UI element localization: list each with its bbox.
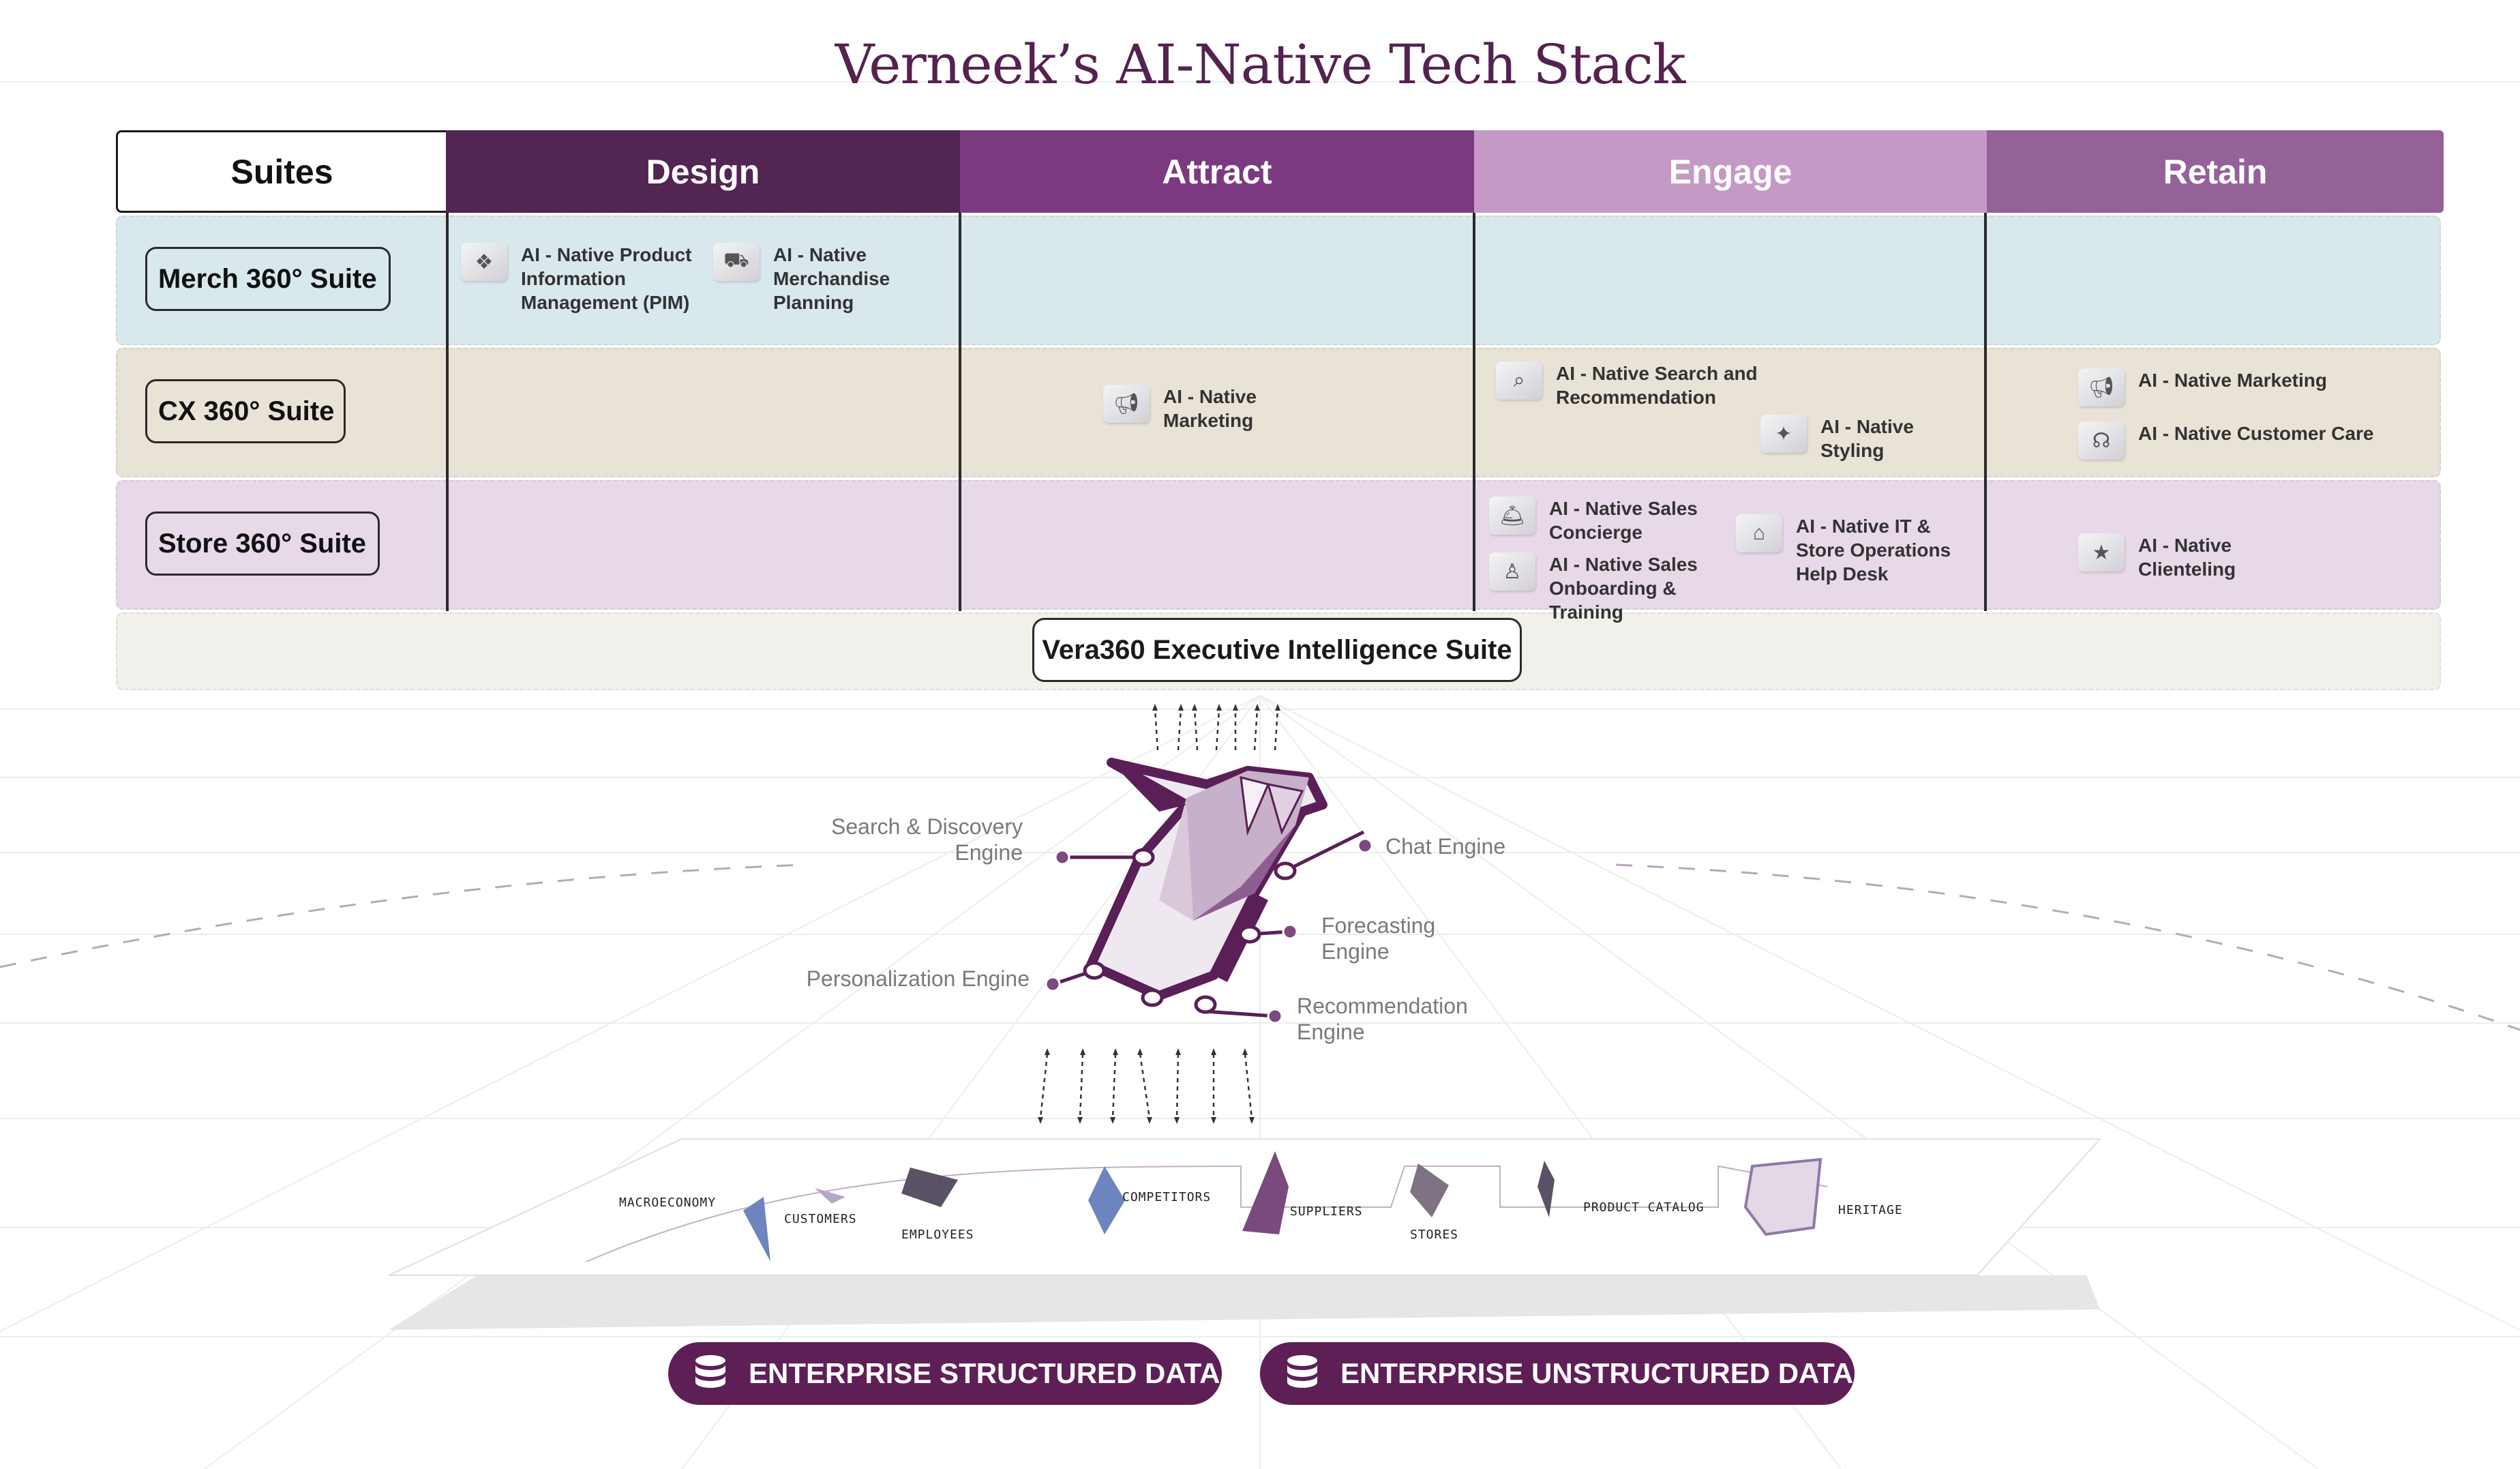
upward-arrows	[1154, 709, 1279, 751]
column-divider	[446, 213, 449, 611]
source-heritage: HERITAGE	[1838, 1203, 1903, 1217]
header-retain: Retain	[1987, 130, 2444, 213]
module-sales-onboarding[interactable]: ♙ AI - Native Sales Onboarding & Trainin…	[1489, 552, 1755, 624]
megaphone-icon: 📢︎	[2078, 368, 2125, 406]
header-design: Design	[446, 130, 960, 213]
module-pim[interactable]: ❖ AI - Native Product Information Manage…	[461, 243, 706, 314]
store-suite-row	[116, 480, 2441, 610]
module-retain-marketing[interactable]: 📢︎ AI - Native Marketing	[2078, 368, 2419, 406]
header-attract: Attract	[960, 130, 1474, 213]
store-suite-pill[interactable]: Store 360° Suite	[145, 511, 380, 576]
personalization-engine-label: Personalization Engine	[806, 966, 1030, 991]
column-divider	[1473, 213, 1475, 611]
unstructured-data-pill[interactable]: ENTERPRISE UNSTRUCTURED DATA	[1260, 1342, 1855, 1405]
cx-suite-row	[116, 348, 2441, 477]
headset-icon: ☊	[2078, 421, 2125, 460]
source-macroeconomy: MACROECONOMY	[619, 1196, 717, 1210]
module-sales-concierge[interactable]: 🛎︎ AI - Native Sales Concierge	[1489, 496, 1714, 544]
source-employees: EMPLOYEES	[901, 1228, 974, 1242]
product-info-icon: ❖	[461, 243, 507, 281]
concierge-bell-icon: 🛎︎	[1489, 496, 1535, 535]
database-icon	[1285, 1354, 1320, 1393]
source-competitors: COMPETITORS	[1122, 1190, 1212, 1204]
structured-data-pill[interactable]: ENTERPRISE STRUCTURED DATA	[668, 1342, 1222, 1405]
module-merchandise-planning[interactable]: ⛟ AI - Native Merchandise Planning	[713, 243, 918, 314]
megaphone-icon: 📢︎	[1103, 385, 1150, 423]
source-stores: STORES	[1410, 1228, 1459, 1242]
module-search-recommendation[interactable]: ⌕ AI - Native Search and Recommendation	[1496, 361, 1782, 409]
module-styling[interactable]: ✦ AI - Native Styling	[1760, 415, 1972, 462]
module-clienteling[interactable]: ★ AI - Native Clienteling	[2078, 533, 2283, 581]
source-suppliers: SUPPLIERS	[1290, 1204, 1363, 1219]
module-cx-marketing[interactable]: 📢︎ AI - Native Marketing	[1103, 385, 1308, 432]
source-product-catalog: PRODUCT CATALOG	[1583, 1200, 1705, 1215]
store-icon: ⌂	[1736, 514, 1782, 552]
truck-icon: ⛟	[713, 243, 760, 281]
source-customers: CUSTOMERS	[784, 1212, 857, 1226]
recommendation-engine-label: Recommendation Engine	[1297, 994, 1468, 1044]
cx-suite-pill[interactable]: CX 360° Suite	[145, 379, 346, 443]
search-discovery-engine-label: Search & Discovery Engine	[831, 814, 1023, 865]
module-it-helpdesk[interactable]: ⌂ AI - Native IT & Store Operations Help…	[1736, 514, 1981, 586]
star-icon: ★	[2078, 533, 2125, 572]
merch-suite-pill[interactable]: Merch 360° Suite	[145, 247, 391, 311]
magic-wand-icon: ✦	[1760, 415, 1807, 453]
header-engage: Engage	[1474, 130, 1987, 213]
page-title: Verneek’s AI-Native Tech Stack	[835, 33, 1686, 96]
column-divider	[959, 213, 961, 611]
exec-suite-pill[interactable]: Vera360 Executive Intelligence Suite	[1032, 618, 1522, 682]
module-customer-care[interactable]: ☊ AI - Native Customer Care	[2078, 421, 2419, 460]
chat-engine-label: Chat Engine	[1385, 834, 1506, 859]
header-suites: Suites	[116, 130, 446, 213]
data-sources-platform	[388, 1138, 2102, 1330]
search-icon: ⌕	[1496, 361, 1542, 400]
database-icon	[693, 1354, 728, 1393]
engine-core-graphic	[1038, 704, 1373, 1124]
trainer-icon: ♙	[1489, 552, 1535, 591]
column-divider	[1984, 213, 1987, 611]
forecasting-engine-label: Forecasting Engine	[1321, 913, 1436, 964]
